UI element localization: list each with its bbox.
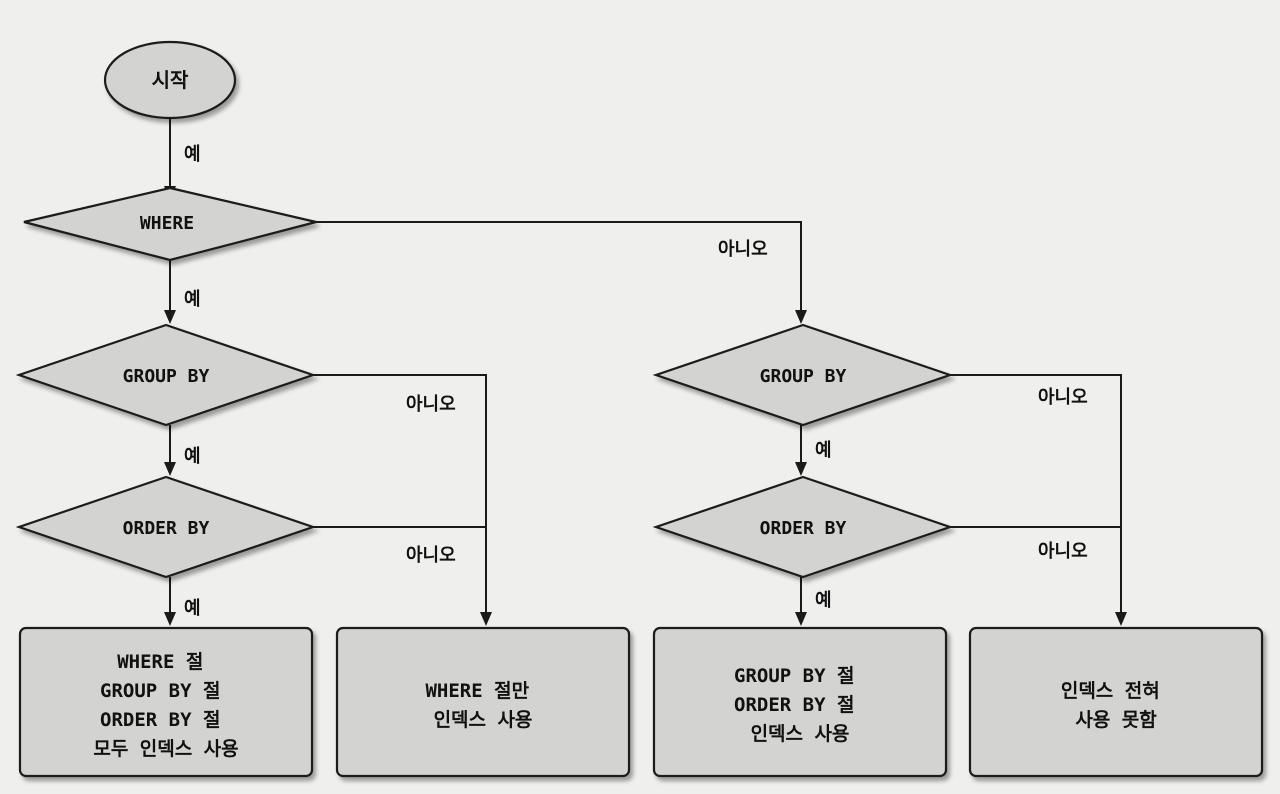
arrowhead-icon	[1115, 612, 1127, 626]
order-by-decision-right: ORDER BY	[652, 475, 954, 579]
arrowhead-icon	[164, 310, 176, 324]
edge-groupby-no-result2	[313, 374, 487, 614]
arrowhead-icon	[795, 310, 807, 324]
arrowhead-icon	[480, 612, 492, 626]
order-by-right-label: ORDER BY	[760, 518, 847, 539]
connectors	[164, 118, 1127, 626]
group-by-left-label: GROUP BY	[123, 366, 210, 387]
arrowhead-icon	[164, 612, 176, 626]
edge-label-no: 아니오	[406, 394, 456, 415]
edge-label-yes: 예	[815, 590, 832, 611]
result-all-index-line: ORDER BY 절	[100, 709, 220, 731]
arrowhead-icon	[795, 612, 807, 626]
edge-label-no: 아니오	[1038, 541, 1088, 562]
svg-text:GROUP BY 절 ORDER BY 절: GROUP BY 절 ORDER BY 절 인덱스 사용	[734, 665, 866, 745]
edge-where-no-groupby-right	[316, 221, 802, 310]
edge-label-no: 아니오	[718, 239, 768, 260]
where-decision: WHERE	[23, 186, 317, 262]
result-where-only-line: 인덱스 사용	[434, 709, 533, 731]
start-node: 시작	[103, 40, 237, 120]
result-no-index: 인덱스 전혀 사용 못함	[968, 626, 1264, 778]
edge-label-yes: 예	[184, 144, 201, 165]
result-group-order-line: ORDER BY 절	[734, 694, 854, 716]
group-by-decision-left: GROUP BY	[15, 323, 317, 427]
edge-label-no: 아니오	[1038, 387, 1088, 408]
result-no-index-line: 사용 못함	[1075, 709, 1157, 731]
group-by-decision-right: GROUP BY	[652, 323, 954, 427]
edge-label-no: 아니오	[406, 545, 456, 566]
svg-text:인덱스 전혀 사용 못함: 인덱스 전혀 사용 못함	[1061, 680, 1171, 731]
edge-label-yes: 예	[184, 289, 201, 310]
result-no-index-line: 인덱스 전혀	[1061, 680, 1160, 702]
result-all-index: WHERE 절 GROUP BY 절 ORDER BY 절 모두 인덱스 사용	[18, 626, 314, 778]
edge-labels: 예 예 예 예 예 예 아니오 아니오 아니오 아니오 아니오	[184, 144, 1088, 619]
result-group-order: GROUP BY 절 ORDER BY 절 인덱스 사용	[652, 626, 948, 778]
order-by-left-label: ORDER BY	[123, 518, 210, 539]
start-label: 시작	[152, 68, 189, 92]
svg-text:WHERE 절 GROUP BY 절: WHERE 절 GROUP BY 절 ORDER BY 절 모두 인덱스 사용	[93, 651, 238, 760]
arrowhead-icon	[795, 462, 807, 476]
where-label: WHERE	[140, 213, 194, 234]
result-group-order-line: 인덱스 사용	[751, 723, 850, 745]
result-where-only-line: WHERE 절만	[425, 680, 529, 702]
edge-label-yes: 예	[815, 440, 832, 461]
group-by-right-label: GROUP BY	[760, 366, 847, 387]
edge-label-yes: 예	[184, 446, 201, 467]
result-where-only: WHERE 절만 인덱스 사용	[335, 626, 631, 778]
edge-label-yes: 예	[184, 598, 201, 619]
svg-text:WHERE 절만 인덱스 사용: WHERE 절만 인덱스 사용	[425, 680, 540, 731]
result-group-order-line: GROUP BY 절	[734, 665, 854, 687]
result-all-index-line: WHERE 절	[117, 651, 203, 673]
result-all-index-line: GROUP BY 절	[100, 680, 220, 702]
order-by-decision-left: ORDER BY	[15, 475, 317, 579]
edge-groupby-right-no-result4	[950, 374, 1122, 614]
result-all-index-line: 모두 인덱스 사용	[93, 738, 238, 760]
arrowhead-icon	[164, 462, 176, 476]
